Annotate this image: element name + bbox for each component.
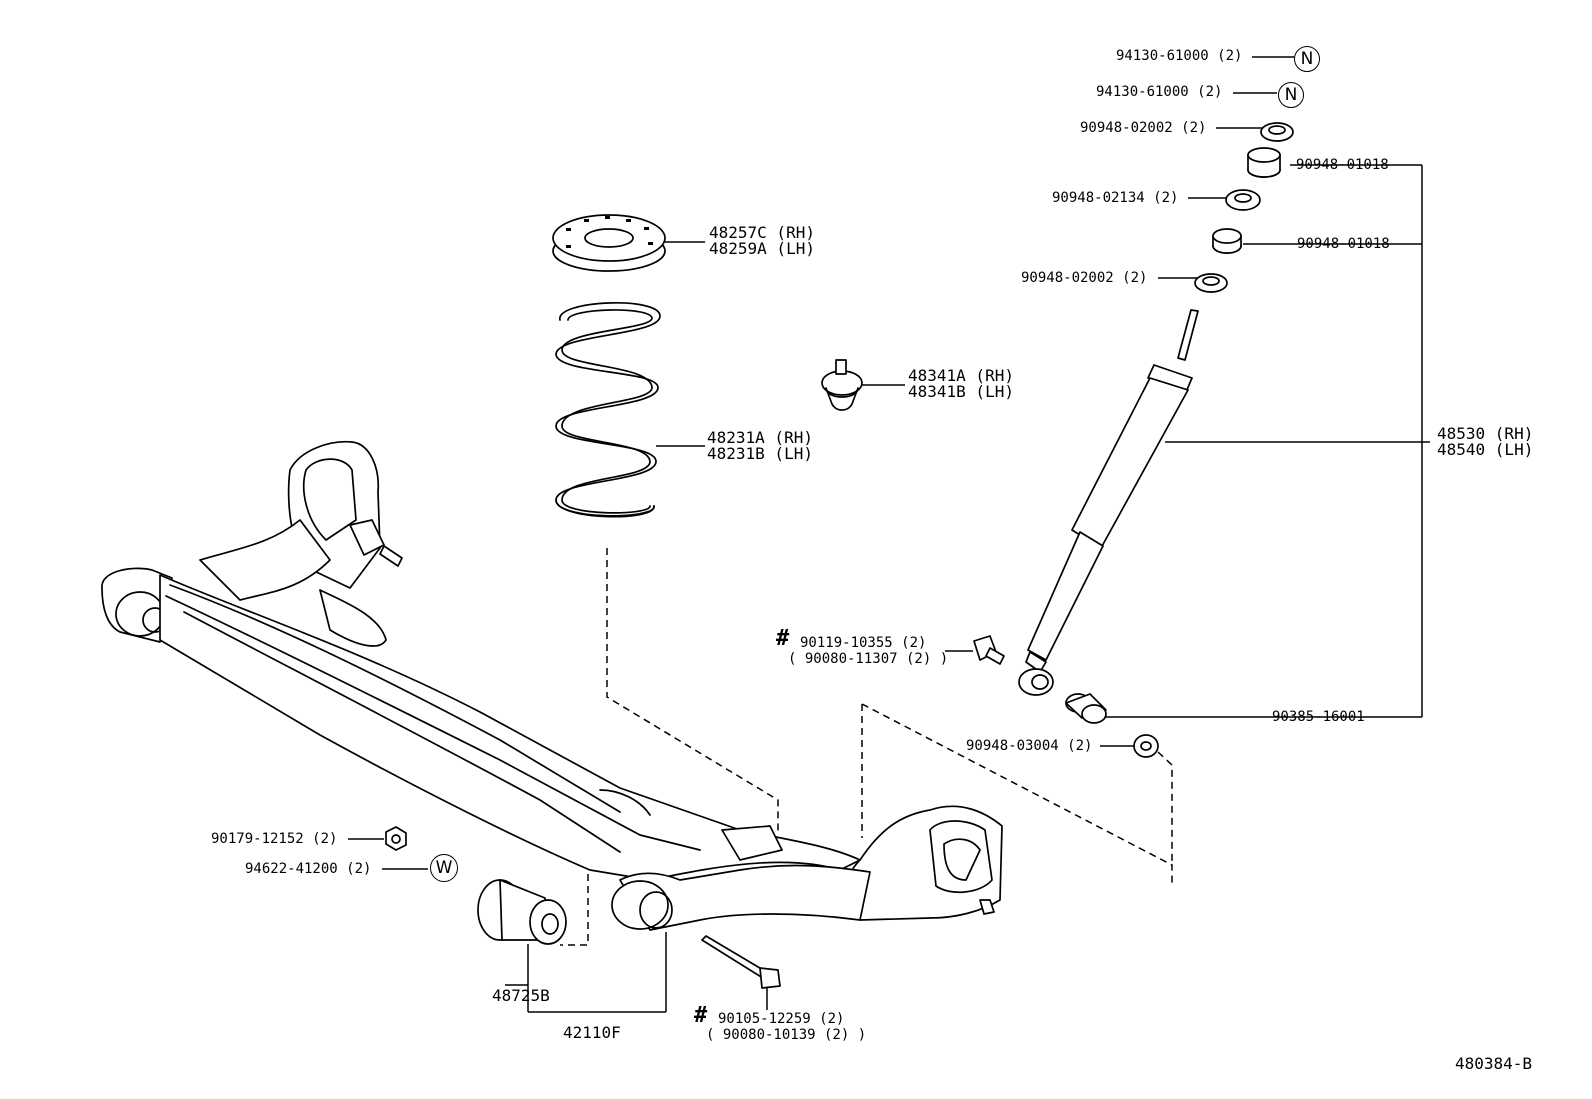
part-number: 90948-02134 bbox=[1052, 190, 1145, 206]
part-label-washer-lower: 90948-03004 (2) bbox=[966, 739, 1092, 753]
part-number: 42110F bbox=[563, 1023, 621, 1042]
part-alt-number: ( 90080-10139 (2) ) bbox=[706, 1027, 867, 1043]
part-qty: (2) bbox=[1067, 738, 1093, 754]
leader-lines bbox=[348, 56, 1430, 1013]
part-alt-number: ( 90080-11307 (2) ) bbox=[788, 651, 949, 667]
part-number: 94130-61000 bbox=[1116, 48, 1209, 64]
part-number-lh: 48341B (LH) bbox=[908, 382, 1014, 401]
washer-lower-drawing bbox=[1133, 734, 1159, 758]
part-qty: (2) bbox=[1153, 190, 1179, 206]
part-number: 94130-61000 bbox=[1096, 84, 1189, 100]
part-label-spring-insulator: 48257C (RH) 48259A (LH) bbox=[709, 225, 815, 257]
part-number: 94622-41200 bbox=[245, 861, 338, 877]
upper-bolt-drawing bbox=[973, 635, 1005, 665]
part-number-rh: 48341A (RH) bbox=[908, 366, 1014, 385]
part-label-axle-bushing: 48725B bbox=[492, 988, 550, 1004]
part-qty: (2) bbox=[312, 831, 338, 847]
part-label-cushion-upper: 90948-01018 bbox=[1296, 158, 1389, 172]
part-label-cushion-lower: 90948-01018 bbox=[1297, 237, 1390, 251]
part-qty: (2) bbox=[901, 635, 927, 651]
part-number-lh: 48540 (LH) bbox=[1437, 440, 1534, 459]
part-number: 90385-16001 bbox=[1272, 709, 1365, 725]
lower-bolt-drawing bbox=[701, 935, 781, 989]
part-qty: (2) bbox=[346, 861, 372, 877]
part-number: 90948-02002 bbox=[1080, 120, 1173, 136]
part-label-upper-bolt: 90119-10355 (2) ( 90080-11307 (2) ) bbox=[788, 635, 948, 666]
part-number-rh: 48257C (RH) bbox=[709, 223, 815, 242]
part-number: 48725B bbox=[492, 986, 550, 1005]
new-part-n-symbol-icon: N bbox=[1278, 82, 1304, 108]
hash-mark-icon: # bbox=[694, 1003, 708, 1028]
axle-beam-drawing bbox=[101, 440, 1003, 931]
cushion-upper-drawing bbox=[1247, 147, 1281, 178]
part-label-washer-retainer-mid: 90948-02134 (2) bbox=[1052, 191, 1178, 205]
part-label-nut-upper: 94130-61000 (2) bbox=[1116, 49, 1242, 63]
part-label-coil-spring: 48231A (RH) 48231B (LH) bbox=[707, 430, 813, 462]
washer-mid-drawing bbox=[1225, 189, 1261, 211]
part-number: 90948-01018 bbox=[1297, 236, 1390, 252]
part-label-washer-retainer-low: 90948-02002 (2) bbox=[1021, 271, 1147, 285]
part-number-lh: 48231B (LH) bbox=[707, 444, 813, 463]
part-number: 90948-03004 bbox=[966, 738, 1059, 754]
part-qty: (2) bbox=[1197, 84, 1223, 100]
part-label-axle-beam: 42110F bbox=[563, 1025, 621, 1041]
washer-top-drawing bbox=[1260, 122, 1294, 142]
part-number: 90105-12259 bbox=[718, 1011, 811, 1027]
part-label-washer-retainer-top: 90948-02002 (2) bbox=[1080, 121, 1206, 135]
part-number: 90179-12152 bbox=[211, 831, 304, 847]
spring-insulator-drawing bbox=[552, 214, 666, 272]
washer-low-drawing bbox=[1194, 273, 1228, 293]
part-label-axle-nut: 90179-12152 (2) bbox=[211, 832, 337, 846]
axle-bushing-drawing bbox=[477, 879, 567, 945]
part-label-bump-stopper: 48341A (RH) 48341B (LH) bbox=[908, 368, 1014, 400]
part-number: 90119-10355 bbox=[800, 635, 893, 651]
part-number: 90948-01018 bbox=[1296, 157, 1389, 173]
washer-w-symbol-icon: W bbox=[430, 854, 458, 882]
part-number: 90948-02002 bbox=[1021, 270, 1114, 286]
axle-nut-drawing bbox=[385, 826, 407, 851]
part-number-rh: 48231A (RH) bbox=[707, 428, 813, 447]
shock-absorber-drawing bbox=[1018, 309, 1199, 696]
part-qty: (2) bbox=[1181, 120, 1207, 136]
coil-spring-drawing bbox=[555, 302, 661, 518]
diagram-code: 480384-B bbox=[1455, 1054, 1533, 1073]
part-number-rh: 48530 (RH) bbox=[1437, 424, 1534, 443]
part-label-bushing: 90385-16001 bbox=[1272, 710, 1365, 724]
part-label-lower-bolt: 90105-12259 (2) ( 90080-10139 (2) ) bbox=[706, 1011, 866, 1042]
assembly-dashed-lines bbox=[560, 548, 1173, 946]
part-qty: (2) bbox=[1122, 270, 1148, 286]
new-part-n-symbol-icon: N bbox=[1294, 46, 1320, 72]
bump-stopper-drawing bbox=[821, 359, 863, 411]
part-qty: (2) bbox=[1217, 48, 1243, 64]
part-qty: (2) bbox=[819, 1011, 845, 1027]
bushing-drawing bbox=[1065, 693, 1107, 724]
part-label-nut-lower: 94130-61000 (2) bbox=[1096, 85, 1222, 99]
cushion-lower-drawing bbox=[1212, 228, 1242, 254]
part-number-lh: 48259A (LH) bbox=[709, 239, 815, 258]
part-label-axle-washer: 94622-41200 (2) bbox=[245, 862, 371, 876]
part-label-shock-absorber: 48530 (RH) 48540 (LH) bbox=[1437, 426, 1533, 458]
hash-mark-icon: # bbox=[776, 626, 790, 651]
